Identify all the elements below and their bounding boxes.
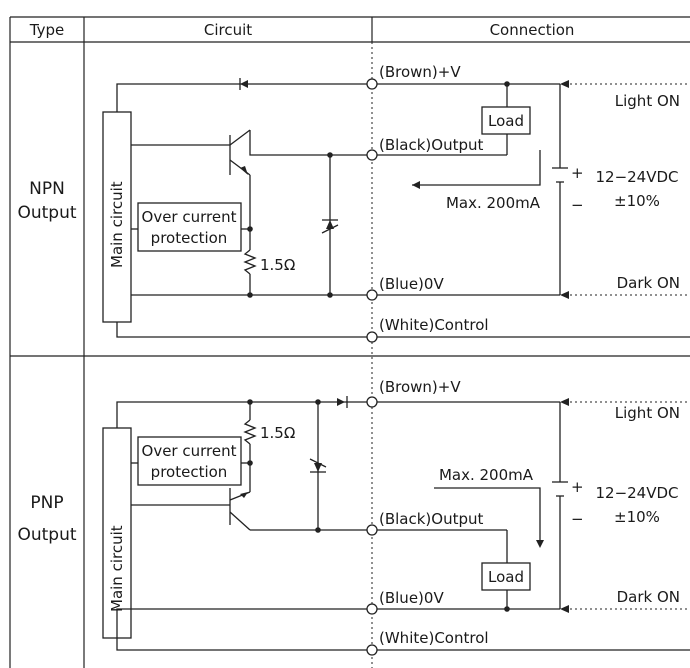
pnp-max-current-label: Max. 200mA [439,466,534,484]
npn-max-current-label: Max. 200mA [446,194,541,212]
pnp-ocp-label-1: Over current [142,442,237,460]
pnp-brown-label: (Brown)+V [379,378,461,396]
pnp-terminal-white [366,644,378,656]
pnp-black-label: (Black)Output [379,510,484,528]
pnp-type-label: PNP [30,493,63,513]
pnp-white-label: (White)Control [379,629,489,647]
npn-load-label: Load [488,112,524,130]
npn-ocp-label-2: protection [151,229,228,247]
pnp-blue-label: (Blue)0V [379,589,444,607]
npn-terminal-black [366,149,378,161]
npn-blue-label: (Blue)0V [379,275,444,293]
npn-dark-on-label: Dark ON [617,274,680,292]
pnp-load-box [481,562,531,591]
header-connection: Connection [490,21,575,39]
pnp-plus-sign: + [571,478,584,496]
table-grid [9,16,690,668]
pnp-light-on-label: Light ON [615,404,680,422]
npn-supply-label-1: 12−24VDC [595,168,678,186]
pnp-load-label: Load [488,568,524,586]
npn-light-on-label: Light ON [615,92,680,110]
npn-white-label: (White)Control [379,316,489,334]
npn-terminal-white [366,331,378,343]
pnp-main-circuit-label: Main circuit [108,525,126,612]
npn-type-label: NPN [29,179,65,199]
npn-minus-sign: − [571,196,584,214]
pnp-terminal-blue [366,603,378,615]
npn-resistor-label: 1.5Ω [260,256,295,274]
npn-ocp-label-1: Over current [142,208,237,226]
pnp-resistor-label: 1.5Ω [260,424,295,442]
npn-load-box [481,106,531,135]
npn-brown-label: (Brown)+V [379,63,461,81]
npn-black-label: (Black)Output [379,136,484,154]
pnp-type-label-2: Output [17,525,76,545]
pnp-supply-label-1: 12−24VDC [595,484,678,502]
pnp-terminal-brown [366,396,378,408]
npn-type-label-2: Output [17,203,76,223]
pnp-supply-label-2: ±10% [614,508,660,526]
pnp-minus-sign: − [571,510,584,528]
pnp-ocp-box [137,436,242,486]
npn-plus-sign: + [571,164,584,182]
pnp-terminal-black [366,524,378,536]
pnp-ocp-label-2: protection [151,463,228,481]
header-type: Type [29,21,64,39]
npn-terminal-brown [366,78,378,90]
pnp-section: PNP Output [17,378,690,656]
npn-main-circuit-label: Main circuit [108,181,126,268]
npn-terminal-blue [366,289,378,301]
header-circuit: Circuit [204,21,252,39]
pnp-dark-on-label: Dark ON [617,588,680,606]
npn-supply-label-2: ±10% [614,192,660,210]
npn-section: NPN Output [17,63,690,343]
npn-ocp-box [137,202,242,252]
